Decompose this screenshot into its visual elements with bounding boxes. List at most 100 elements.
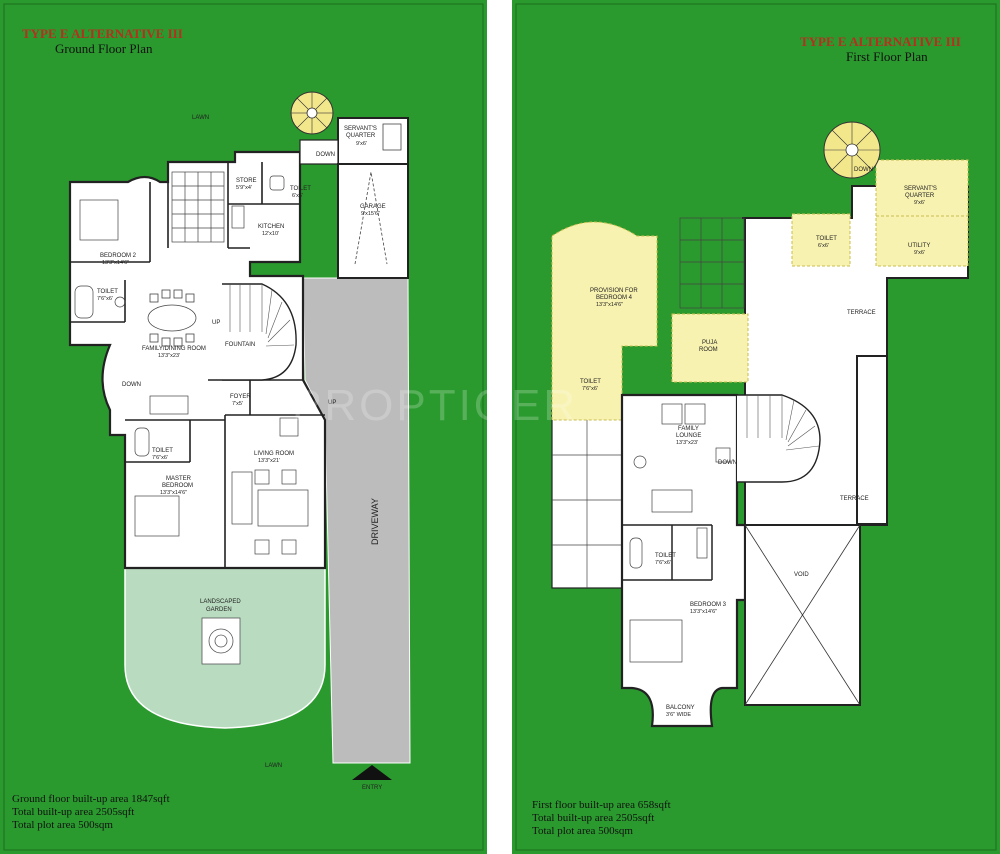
ff-puja-name: PUJA [702, 340, 717, 346]
ff-terrace-label: TERRACE [847, 310, 876, 316]
ff-lounge-name-2: LOUNGE [676, 433, 701, 439]
gf-living-name: LIVING ROOM [254, 451, 294, 457]
ff-void-cross-2 [744, 524, 861, 706]
ff-down-label: DOWN [854, 167, 873, 173]
first-floor-panel: TYPE E ALTERNATIVE III First Floor Plan … [512, 0, 1000, 854]
ff-servants-highlight [875, 159, 969, 267]
dining-chairs [149, 289, 195, 347]
left-tile-lines [552, 410, 622, 588]
ff-toilet-top-name: TOILET [816, 236, 837, 242]
first-subtitle: First Floor Plan [846, 49, 928, 64]
ground-curved-stair [222, 283, 297, 381]
entry-label: ENTRY [362, 785, 382, 791]
first-title: TYPE E ALTERNATIVE III [800, 34, 961, 49]
ff-spiral-stair-treads [824, 122, 880, 178]
ff-balcony-dim: 3'6" WIDE [666, 712, 691, 718]
gf-up-label: UP [212, 320, 220, 326]
ground-fixtures [74, 175, 309, 555]
spiral-stair-treads [291, 92, 333, 134]
gf-foyer-dim: 7'x5' [232, 401, 243, 407]
gf-family-name: FAMILY/DINING ROOM [142, 346, 206, 352]
gf-toilet-left-dim: 7'6"x6' [97, 296, 113, 302]
spiral-stair-core [306, 107, 318, 119]
gf-down-label-2: DOWN [122, 382, 141, 388]
ff-bedroom4-name-2: BEDROOM 4 [596, 295, 633, 301]
ff-utility-dim: 9'x6' [914, 250, 925, 256]
ff-toilet-bottom-name: TOILET [655, 553, 676, 559]
ff-area-line-3: Total plot area 500sqm [532, 825, 633, 837]
gf-fountain-label: FOUNTAIN [225, 342, 255, 348]
lawn-top-label: LAWN [192, 115, 209, 121]
ff-bedroom4-highlight [551, 221, 658, 421]
gf-servants-name-2: QUARTER [346, 133, 376, 139]
ff-down-label-2: DOWN [718, 460, 737, 466]
ff-toilet-left-name: TOILET [580, 379, 601, 385]
ff-toilet-bottom-dim: 7'6"x6' [655, 560, 671, 566]
ff-puja-name-2: ROOM [699, 347, 718, 353]
courtyard-grid [171, 171, 225, 243]
ff-toilet-left-dim: 7'6"x6' [582, 386, 598, 392]
gf-garage-dim: 9'x15'6" [361, 211, 380, 217]
ff-lounge-name: FAMILY [678, 426, 699, 432]
garage-car-outline [354, 171, 388, 265]
ff-bedroom3-dim: 13'3"x14'6" [690, 609, 717, 615]
garden-fountain-ring [208, 628, 234, 654]
ff-area-line-2: Total built-up area 2505sqft [532, 812, 654, 824]
gf-kitchen-name: KITCHEN [258, 224, 284, 230]
ff-area-line-1: First floor built-up area 658sqft [532, 799, 671, 811]
garage-room [337, 163, 409, 279]
stair-landing [299, 139, 339, 165]
ff-bedroom4-dim: 13'3"x14'6" [596, 302, 623, 308]
ff-bedroom3-name: BEDROOM 3 [690, 602, 727, 608]
ground-subtitle: Ground Floor Plan [55, 41, 153, 56]
gf-servants-dim: 9'x6' [356, 141, 367, 147]
ff-lounge-dim: 13'3"x23' [676, 440, 698, 446]
gf-master-name-2: BEDROOM [162, 483, 193, 489]
ground-curved-stair-treads [229, 284, 295, 347]
ff-curved-stair-treads [746, 395, 820, 451]
ff-utility-name: UTILITY [908, 243, 930, 249]
gf-area-line-1: Ground floor built-up area 1847sqft [12, 793, 170, 805]
servants-bed [382, 123, 402, 151]
gf-toilet-mid-name: TOILET [152, 448, 173, 454]
garden-fountain-core [214, 634, 228, 648]
ff-fixtures [629, 403, 731, 663]
ff-toilet-top-dim: 6'x6' [818, 243, 829, 249]
gf-master-name: MASTER [166, 476, 192, 482]
gf-bedroom2-dim: 13'3"x14'6" [102, 260, 129, 266]
ff-puja-highlight [671, 313, 749, 383]
ff-terrace-label-2: TERRACE [840, 496, 869, 502]
gf-store-name: STORE [236, 178, 257, 184]
ground-title: TYPE E ALTERNATIVE III [22, 26, 183, 41]
first-floor-plan: TYPE E ALTERNATIVE III First Floor Plan … [512, 0, 1000, 854]
gf-family-dim: 13'3"x23' [158, 353, 180, 359]
ff-balcony-name: BALCONY [666, 705, 695, 711]
gf-store-dim: 5'9"x4' [236, 185, 252, 191]
ground-floor-plan: TYPE E ALTERNATIVE III Ground Floor Plan… [0, 0, 487, 854]
gf-kitchen-dim: 12'x10' [262, 231, 279, 237]
ff-void-label: VOID [794, 572, 809, 578]
gf-living-dim: 13'3"x21' [258, 458, 280, 464]
gf-toilet-left-name: TOILET [97, 289, 118, 295]
gf-down-label: DOWN [316, 152, 335, 158]
gf-toilet-mid-dim: 7'6"x6' [152, 455, 168, 461]
house-outline [68, 150, 327, 570]
ff-servants-name-2: QUARTER [905, 193, 935, 199]
garden-pavilion [201, 617, 241, 665]
gf-toilet-top-dim: 6'x6' [292, 193, 303, 199]
ground-floor-panel: TYPE E ALTERNATIVE III Ground Floor Plan… [0, 0, 487, 854]
side-terrace [856, 355, 888, 525]
ff-lounge-bedroom-block [620, 393, 747, 728]
gf-bedroom2-name: BEDROOM 2 [100, 253, 137, 259]
gf-toilet-top-name: TOILET [290, 186, 311, 192]
driveway-label: DRIVEWAY [370, 498, 380, 545]
ff-servants-name: SERVANT'S [904, 186, 937, 192]
gf-foyer-name: FOYER [230, 394, 251, 400]
lawn-bottom-label: LAWN [265, 763, 282, 769]
gf-area-line-3: Total plot area 500sqm [12, 819, 113, 831]
gf-garage-name: GARAGE [360, 204, 386, 210]
servants-quarter-room [337, 117, 409, 165]
driveway-up-label: UP [328, 400, 336, 406]
gf-area-line-2: Total built-up area 2505sqft [12, 806, 134, 818]
ff-servants-dim: 9'x6' [914, 200, 925, 206]
